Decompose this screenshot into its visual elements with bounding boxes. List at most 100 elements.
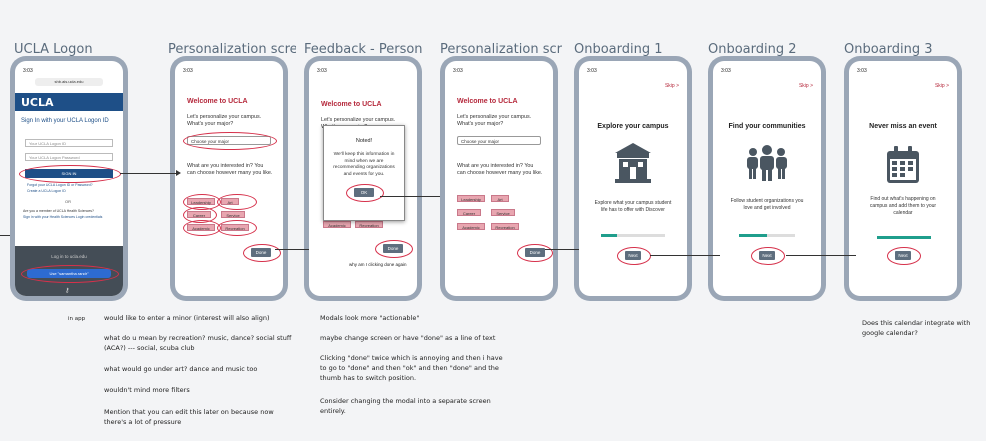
frame-title-personalization-2: Personalization scre xyxy=(440,42,562,57)
major-select[interactable]: Choose your major xyxy=(457,136,541,145)
modal-title: Noted! xyxy=(355,138,373,144)
welcome-title: Welcome to UCLA xyxy=(321,101,382,108)
progress-bar xyxy=(739,234,795,237)
onboarding-title: Explore your campus xyxy=(597,123,669,130)
connector-ob2-to-ob3 xyxy=(786,255,856,256)
people-icon xyxy=(745,143,789,183)
status-time: 3:03 xyxy=(587,68,597,74)
connector-done-to-onboarding xyxy=(545,249,579,250)
connector-logon-to-personalize xyxy=(120,173,178,174)
chip-academic[interactable]: Academic xyxy=(457,223,485,230)
in-app-note: in app xyxy=(68,316,86,322)
frame-title-feedback: Feedback - Persona xyxy=(304,42,422,57)
status-time: 3:03 xyxy=(317,68,327,74)
note-col2-1: Modals look more "actionable" xyxy=(320,314,420,322)
create-link[interactable]: Create a UCLA Logon ID xyxy=(27,189,66,193)
personalization-screen-2: 3:03 Welcome to UCLA Let's personalize y… xyxy=(445,61,553,296)
note-col2-3: Clicking "done" twice which is annoying … xyxy=(320,354,503,382)
status-time: 3:03 xyxy=(183,68,193,74)
note-col1-2: what do u mean by recreation? music, dan… xyxy=(104,334,292,352)
connector-ok-to-screen xyxy=(380,196,440,197)
skip-link[interactable]: Skip > xyxy=(798,83,813,89)
chip-recreation: Recreation xyxy=(355,221,383,228)
feedback-screen: 3:03 Welcome to UCLA Let's personalize y… xyxy=(309,61,417,296)
note-col1-5: Mention that you can edit this later on … xyxy=(104,408,274,426)
status-time: 3:03 xyxy=(721,68,731,74)
onboarding-desc: Follow student organizations you love an… xyxy=(730,198,804,211)
interests-question: What are you interested in? You can choo… xyxy=(187,163,273,176)
login-prompt: Log in to ucla.edu xyxy=(51,254,87,259)
major-select-highlight xyxy=(183,132,277,150)
frame-title-onboarding-1: Onboarding 1 xyxy=(574,42,663,57)
progress-fill xyxy=(601,234,617,237)
onboarding-title: Never miss an event xyxy=(869,123,937,130)
chip-leadership[interactable]: Leadership xyxy=(457,195,485,202)
onboarding-desc: Find out what's happening on campus and … xyxy=(869,196,937,216)
frame-title-personalization-1: Personalization scre xyxy=(168,42,296,57)
key-icon: ⚷ xyxy=(65,288,70,294)
frame-title-onboarding-2: Onboarding 2 xyxy=(708,42,797,57)
onboarding-title: Find your communities xyxy=(728,123,806,130)
done-highlight xyxy=(517,244,553,262)
chip-academic: Academic xyxy=(323,221,351,228)
modal-text: We'll keep this information in mind when… xyxy=(333,152,395,177)
note-col2-2: maybe change screen or have "done" as a … xyxy=(320,334,496,342)
intro-text: Let's personalize your campus. What's yo… xyxy=(457,114,532,127)
onboarding-screen-2: 3:03 Skip > Find your communities Follow… xyxy=(713,61,821,296)
connector-done-to-feedback xyxy=(275,249,309,250)
status-time: 3:03 xyxy=(23,68,33,74)
chip-career[interactable]: Career xyxy=(457,209,481,216)
welcome-title: Welcome to UCLA xyxy=(187,98,248,105)
note-col1-1: would like to enter a minor (interest wi… xyxy=(104,314,270,322)
chip-service[interactable]: Service xyxy=(221,211,245,218)
welcome-title: Welcome to UCLA xyxy=(457,98,518,105)
progress-bar xyxy=(877,236,931,239)
frame-title-logon: UCLA Logon xyxy=(14,42,93,57)
next-highlight xyxy=(617,247,651,265)
saved-login-highlight xyxy=(21,265,119,283)
calendar-icon xyxy=(885,145,921,185)
next-highlight xyxy=(751,247,785,265)
chip-art[interactable]: Art xyxy=(491,195,509,202)
or-divider: OR xyxy=(65,199,71,204)
progress-fill xyxy=(739,234,767,237)
logon-id-input[interactable]: Your UCLA Logon ID xyxy=(25,139,113,147)
intro-text: Let's personalize your campus. What's yo… xyxy=(187,114,262,127)
connector-ob1-to-ob2 xyxy=(650,255,720,256)
phone-onboarding-1: 3:03 Skip > Explore your campus Explore … xyxy=(574,56,692,301)
progress-bar xyxy=(601,234,665,237)
chip-recreation[interactable]: Recreation xyxy=(491,223,519,230)
note-col1-3: what would go under art? dance and music… xyxy=(104,365,258,373)
chip-academic-highlight xyxy=(183,220,221,236)
logon-screen: 3:03 shb.ais.ucla.edu UCLA Sign In with … xyxy=(15,61,123,296)
password-input[interactable]: Your UCLA Logon Password xyxy=(25,153,113,161)
phone-personalization-1: 3:03 Welcome to UCLA Let's personalize y… xyxy=(170,56,288,301)
phone-onboarding-2: 3:03 Skip > Find your communities Follow… xyxy=(708,56,826,301)
ucla-logo: UCLA xyxy=(21,96,54,109)
forgot-link[interactable]: Forgot your UCLA Logon ID or Password? xyxy=(27,183,93,187)
progress-fill xyxy=(877,236,931,239)
health-text: Are you a member of UCLA Health Sciences… xyxy=(23,209,95,213)
status-time: 3:03 xyxy=(453,68,463,74)
skip-link[interactable]: Skip > xyxy=(664,83,679,89)
phone-feedback: 3:03 Welcome to UCLA Let's personalize y… xyxy=(304,56,422,301)
note-col2-4: Consider changing the modal into a separ… xyxy=(320,397,491,415)
frame-title-onboarding-3: Onboarding 3 xyxy=(844,42,933,57)
phone-onboarding-3: 3:03 Skip > Never miss an event Find out… xyxy=(844,56,962,301)
left-connector xyxy=(0,235,10,236)
sign-in-highlight xyxy=(19,165,121,183)
done-highlight xyxy=(243,244,281,262)
ucla-header xyxy=(15,93,123,111)
chip-service[interactable]: Service xyxy=(491,209,515,216)
note-col1-4: wouldn't mind more filters xyxy=(104,386,190,394)
url-bar[interactable]: shb.ais.ucla.edu xyxy=(35,78,103,86)
skip-link[interactable]: Skip > xyxy=(934,83,949,89)
arrow-logon-to-personalize xyxy=(176,170,181,176)
phone-logon: 3:03 shb.ais.ucla.edu UCLA Sign In with … xyxy=(10,56,128,301)
login-heading: Sign In with your UCLA Logon ID xyxy=(21,118,109,124)
noted-modal: Noted! We'll keep this information in mi… xyxy=(323,125,405,221)
next-highlight xyxy=(887,247,921,265)
chip-recreation-highlight xyxy=(217,220,257,236)
health-link[interactable]: Sign in with your Health Sciences Login … xyxy=(23,215,103,219)
interests-question: What are you interested in? You can choo… xyxy=(457,163,543,176)
